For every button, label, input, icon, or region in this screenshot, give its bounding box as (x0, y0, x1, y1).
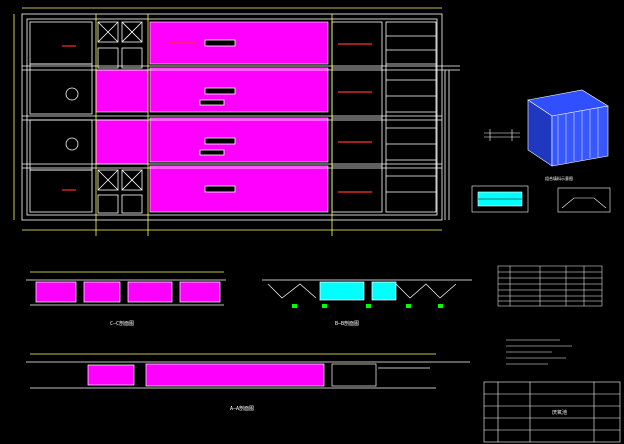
plan-inner-outline (26, 18, 438, 216)
manhole-1 (65, 87, 79, 101)
detail-2-view (471, 185, 529, 213)
title-block (483, 381, 621, 443)
section-b-view (262, 279, 472, 308)
tank-fill-4 (149, 165, 329, 213)
tank-fill-2 (149, 67, 329, 113)
section-b-label: B—B剖面图 (335, 320, 359, 327)
module-label: 组合填料示意图 (545, 175, 573, 181)
tank-fill-left-2 (95, 119, 149, 165)
tank-tags (199, 39, 236, 193)
title-block-title: 厌氧池 (552, 409, 567, 416)
right-grid (385, 21, 437, 213)
left-chamber-2 (29, 63, 93, 115)
manhole-2 (65, 137, 79, 151)
cell-grid (97, 21, 143, 214)
plan-view (13, 7, 460, 236)
tank-fill-1 (149, 21, 329, 65)
detail-1-view (484, 129, 520, 141)
section-c-label: C—C剖面图 (110, 320, 134, 327)
tank-fill-3 (149, 117, 329, 163)
left-chamber-4 (29, 169, 93, 213)
section-a-view (26, 353, 470, 389)
section-c-view (26, 271, 226, 306)
detail-3-view (557, 187, 611, 213)
material-table (497, 265, 603, 307)
tank-fill-left-1 (95, 69, 149, 113)
plan-outline (21, 13, 443, 221)
module-iso-view (527, 89, 609, 167)
section-a-label: A—A剖面图 (230, 405, 254, 412)
pipes (22, 65, 460, 220)
tank-label-marks (62, 42, 372, 193)
tank-fills (95, 21, 329, 213)
notes-lines (506, 339, 572, 365)
